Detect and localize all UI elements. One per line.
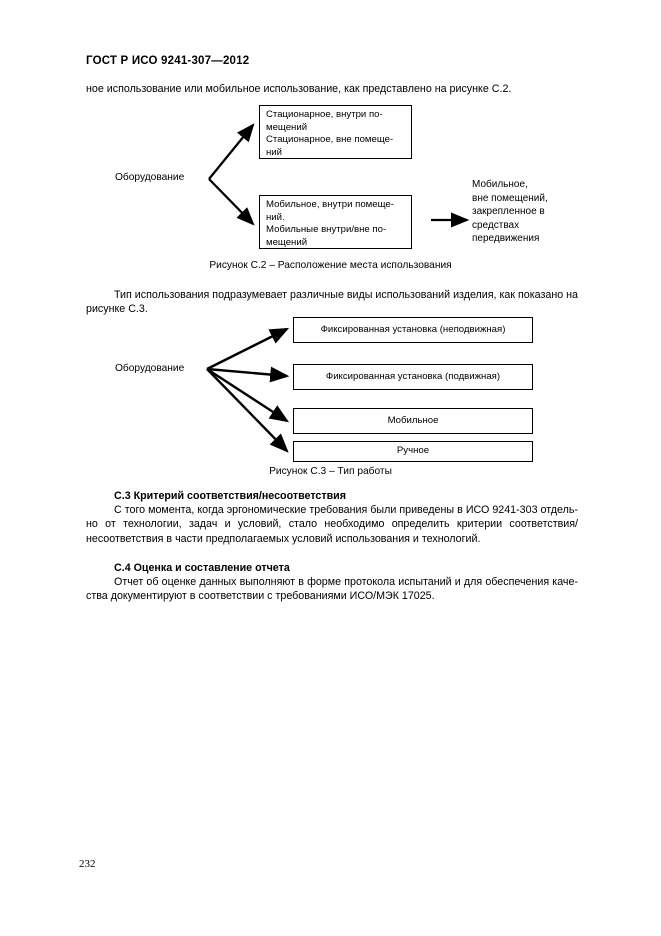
- intro-paragraph: ное использование или мобильное использо…: [86, 83, 512, 95]
- figure-c3-box-fixed-mobile: Фиксированная установка (подвижная): [293, 364, 533, 390]
- box-line: Стационарное, внутри по-: [266, 109, 383, 120]
- section-c3-heading: С.3 Критерий соответствия/несоответствия: [114, 490, 346, 502]
- standard-header: ГОСТ Р ИСО 9241-307—2012: [86, 55, 250, 67]
- paragraph-between: Тип использования подразумевает различны…: [86, 289, 578, 316]
- box-line: Стационарное, вне помеще-: [266, 134, 394, 146]
- section-c4-heading: С.4 Оценка и составление отчета: [114, 562, 290, 574]
- figure-c2-arrows: [208, 123, 470, 228]
- figure-c2-result-label: Мобильное, вне помещений, закрепленное в…: [472, 178, 592, 246]
- result-line: закрепленное в: [472, 206, 545, 218]
- result-line: Мобильное,: [472, 179, 528, 190]
- figure-c2-box-mobile: Мобильное, внутри помеще- ний. Мобильные…: [259, 195, 412, 249]
- box-line: мещений: [266, 121, 308, 133]
- box-line: Мобильные внутри/вне по-: [266, 224, 387, 236]
- figure-c3-caption: Рисунок С.3 – Тип работы: [269, 466, 392, 477]
- page-number: 232: [79, 858, 96, 870]
- section-c4-paragraph: Отчет об оценке данных выполняют в форме…: [86, 576, 578, 603]
- figure-c2-caption: Рисунок С.2 – Расположение места использ…: [209, 260, 452, 271]
- figure-c3-source-label: Оборудование: [115, 363, 185, 374]
- figure-c3-box-fixed-immobile: Фиксированная установка (неподвижная): [293, 317, 533, 343]
- figure-c3-box-manual: Ручное: [293, 441, 533, 462]
- section-c3-paragraph: С того момента, когда эргономические тре…: [86, 504, 578, 545]
- box-line: Мобильное, внутри помеще-: [266, 199, 394, 210]
- figure-c2-source-label: Оборудование: [115, 172, 185, 183]
- box-line: ний: [266, 146, 283, 158]
- box-line: мещений: [266, 236, 308, 248]
- box-line: ний.: [266, 211, 285, 223]
- figure-c2-box-stationary: Стационарное, внутри по- мещений Стацион…: [259, 105, 412, 159]
- result-line: вне помещений,: [472, 192, 548, 204]
- figure-c3: Оборудование Фиксированная установка (не…: [0, 315, 661, 465]
- figure-c2: Оборудование Стационарное, внутри по- ме…: [0, 100, 661, 250]
- result-line: средствах: [472, 219, 520, 231]
- figure-c3-arrows: [206, 327, 290, 453]
- figure-c3-box-mobile: Мобильное: [293, 408, 533, 434]
- result-line: передвижения: [472, 233, 540, 245]
